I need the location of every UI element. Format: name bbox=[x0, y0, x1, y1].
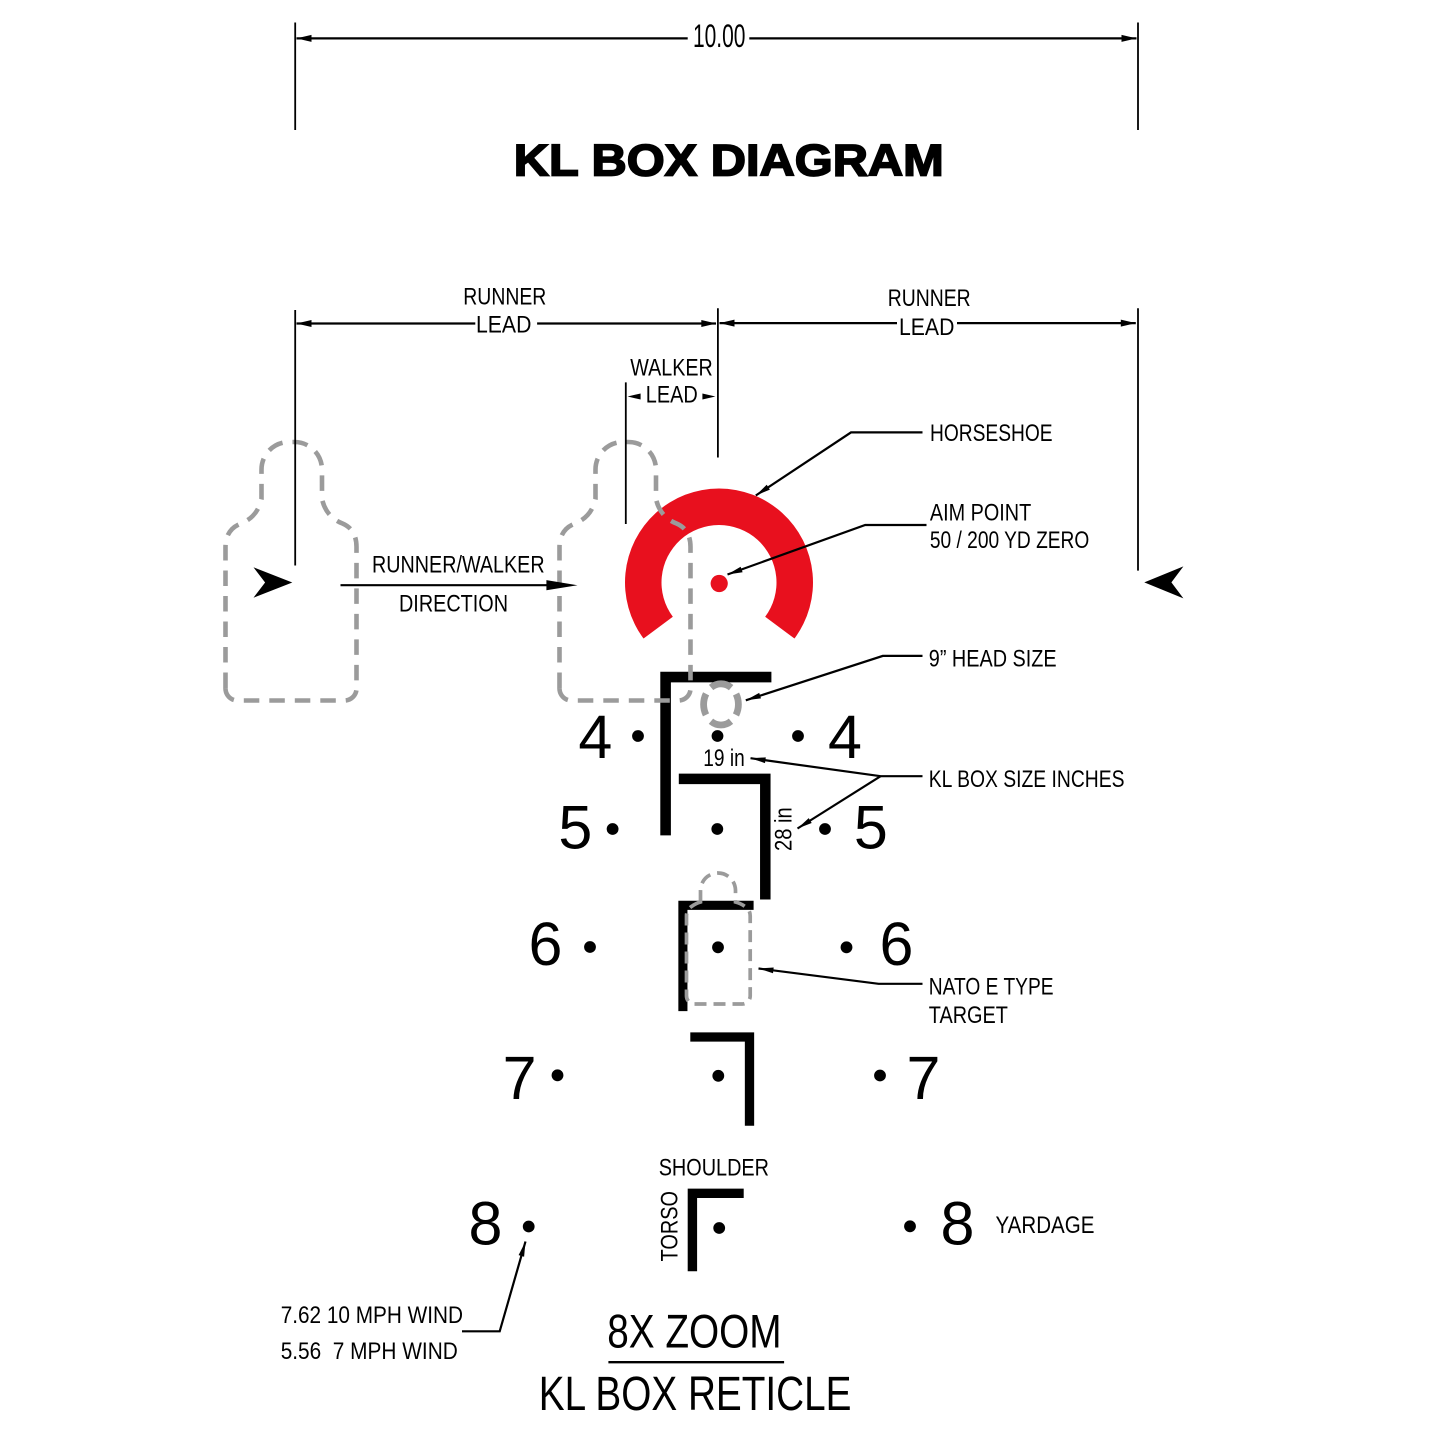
svg-text:RUNNER: RUNNER bbox=[463, 284, 546, 311]
svg-text:5: 5 bbox=[558, 794, 592, 862]
svg-text:6: 6 bbox=[880, 910, 914, 978]
svg-text:7.62 10 MPH WIND: 7.62 10 MPH WIND bbox=[281, 1302, 463, 1329]
svg-text:DIRECTION: DIRECTION bbox=[399, 590, 508, 617]
svg-text:10.00: 10.00 bbox=[693, 18, 746, 54]
svg-text:6: 6 bbox=[529, 910, 563, 978]
svg-text:9” HEAD SIZE: 9” HEAD SIZE bbox=[929, 646, 1057, 673]
svg-text:LEAD: LEAD bbox=[899, 314, 954, 341]
svg-text:TORSO: TORSO bbox=[657, 1191, 684, 1262]
svg-text:5.56 7 MPH WIND: 5.56 7 MPH WIND bbox=[281, 1338, 458, 1365]
svg-text:7: 7 bbox=[907, 1044, 941, 1112]
svg-text:7: 7 bbox=[503, 1044, 537, 1112]
svg-text:4: 4 bbox=[578, 703, 612, 771]
svg-text:NATO E TYPE: NATO E TYPE bbox=[929, 974, 1054, 1001]
svg-text:50 / 200 YD ZERO: 50 / 200 YD ZERO bbox=[930, 527, 1089, 554]
svg-text:YARDAGE: YARDAGE bbox=[996, 1212, 1095, 1239]
svg-text:WALKER: WALKER bbox=[630, 355, 713, 382]
svg-text:4: 4 bbox=[828, 703, 862, 771]
svg-text:SHOULDER: SHOULDER bbox=[659, 1154, 769, 1181]
svg-text:LEAD: LEAD bbox=[476, 312, 531, 339]
svg-text:KL BOX DIAGRAM: KL BOX DIAGRAM bbox=[514, 137, 944, 186]
svg-text:LEAD: LEAD bbox=[646, 382, 698, 409]
svg-text:8X ZOOM: 8X ZOOM bbox=[607, 1305, 781, 1358]
svg-text:RUNNER: RUNNER bbox=[888, 285, 971, 312]
svg-text:19 in: 19 in bbox=[703, 745, 744, 772]
svg-text:28 in: 28 in bbox=[771, 807, 798, 851]
svg-text:TARGET: TARGET bbox=[929, 1002, 1008, 1029]
svg-text:HORSESHOE: HORSESHOE bbox=[930, 420, 1053, 447]
svg-text:RUNNER/WALKER: RUNNER/WALKER bbox=[372, 552, 545, 579]
svg-text:KL BOX RETICLE: KL BOX RETICLE bbox=[539, 1367, 852, 1421]
svg-text:5: 5 bbox=[854, 794, 888, 862]
svg-text:AIM POINT: AIM POINT bbox=[930, 499, 1031, 526]
svg-text:8: 8 bbox=[941, 1190, 975, 1258]
svg-text:KL BOX SIZE INCHES: KL BOX SIZE INCHES bbox=[929, 766, 1125, 793]
svg-text:8: 8 bbox=[469, 1190, 503, 1258]
